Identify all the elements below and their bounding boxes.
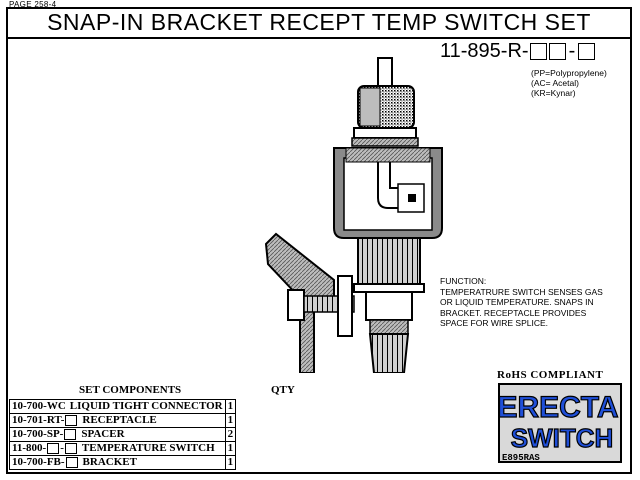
rohs-label: RoHS COMPLIANT — [497, 369, 604, 381]
component-qty: 1 — [224, 399, 237, 414]
material-item: (KR=Kynar) — [531, 88, 576, 98]
logo-line2: SWITCH — [511, 423, 614, 453]
material-item: (PP=Polypropylene) — [531, 68, 607, 78]
component-description: RECEPTACLE — [82, 414, 157, 426]
component-row: 10-700-FB- BRACKET 1 — [9, 455, 237, 470]
materials-legend: (PP=Polypropylene) (AC= Acetal) (KR=Kyna… — [531, 68, 607, 98]
material-box — [65, 414, 78, 426]
component-description: TEMPERATURE SWITCH — [81, 442, 215, 454]
components-header: SET COMPONENTS QTY — [9, 384, 299, 398]
component-part-number: 10-700-FB- — [12, 456, 65, 468]
component-qty: 1 — [224, 455, 237, 470]
component-qty: 1 — [224, 441, 237, 456]
logo-background — [498, 383, 622, 463]
page-frame — [6, 7, 632, 474]
material-box — [47, 442, 60, 454]
component-row: 10-701-RT- RECEPTACLE 1 — [9, 413, 237, 428]
component-name-cell: 10-701-RT- RECEPTACLE — [9, 413, 226, 428]
part-number-prefix: 11-895-R- — [440, 40, 529, 62]
material-box — [548, 43, 566, 60]
component-part-number: 10-701-RT- — [12, 414, 65, 426]
component-description: SPACER — [81, 428, 125, 440]
function-description: FUNCTION: TEMPERATRURE SWITCH SENSES GAS… — [440, 276, 630, 329]
logo-code: E895RAS — [502, 453, 540, 463]
function-line: BRACKET. RECEPTACLE PROVIDES — [440, 307, 587, 318]
component-part-number: 10-700-SP- — [12, 428, 64, 440]
function-line: TEMPERATRURE SWITCH SENSES GAS — [440, 286, 603, 297]
component-part-number: 11-800- — [12, 442, 47, 454]
material-box — [64, 428, 77, 440]
option-box — [578, 43, 596, 60]
component-name-cell: 10-700-SP- SPACER — [9, 427, 226, 442]
part-number: 11-895-R- - — [440, 40, 596, 63]
function-line: SPACE FOR WIRE SPLICE. — [440, 318, 549, 328]
function-line: FUNCTION: — [440, 276, 487, 286]
components-header-name: SET COMPONENTS — [79, 384, 182, 396]
component-name-cell: 11-800- - TEMPERATURE SWITCH — [9, 441, 226, 456]
logo-line1: ERECTA — [498, 391, 619, 424]
material-box — [64, 442, 77, 454]
component-name-cell: 10-700-FB- BRACKET — [9, 455, 226, 470]
part-number-sep: - — [568, 40, 576, 62]
component-qty: 1 — [224, 413, 237, 428]
material-box — [65, 456, 78, 468]
material-item: (AC= Acetal) — [531, 78, 579, 88]
component-row: 11-800- - TEMPERATURE SWITCH 1 — [9, 441, 237, 456]
component-description: LIQUID TIGHT CONNECTOR — [69, 400, 223, 412]
assembly-drawing — [264, 57, 443, 373]
part-number-sep: - — [60, 442, 64, 454]
erecta-switch-logo: ERECTA SWITCH E895RAS — [498, 383, 622, 463]
component-description: BRACKET — [82, 456, 137, 468]
component-part-number: 10-700-WC — [12, 400, 66, 412]
title-bar: SNAP-IN BRACKET RECEPT TEMP SWITCH SET — [6, 7, 632, 39]
material-box — [529, 43, 547, 60]
components-header-qty: QTY — [271, 384, 295, 396]
function-line: OR LIQUID TEMPERATURE. SNAPS IN — [440, 297, 594, 307]
page-label: PAGE 258-4 — [9, 0, 57, 9]
component-row: 10-700-SP- SPACER 2 — [9, 427, 237, 442]
page-title: SNAP-IN BRACKET RECEPT TEMP SWITCH SET — [47, 8, 591, 35]
component-qty: 2 — [224, 427, 237, 442]
